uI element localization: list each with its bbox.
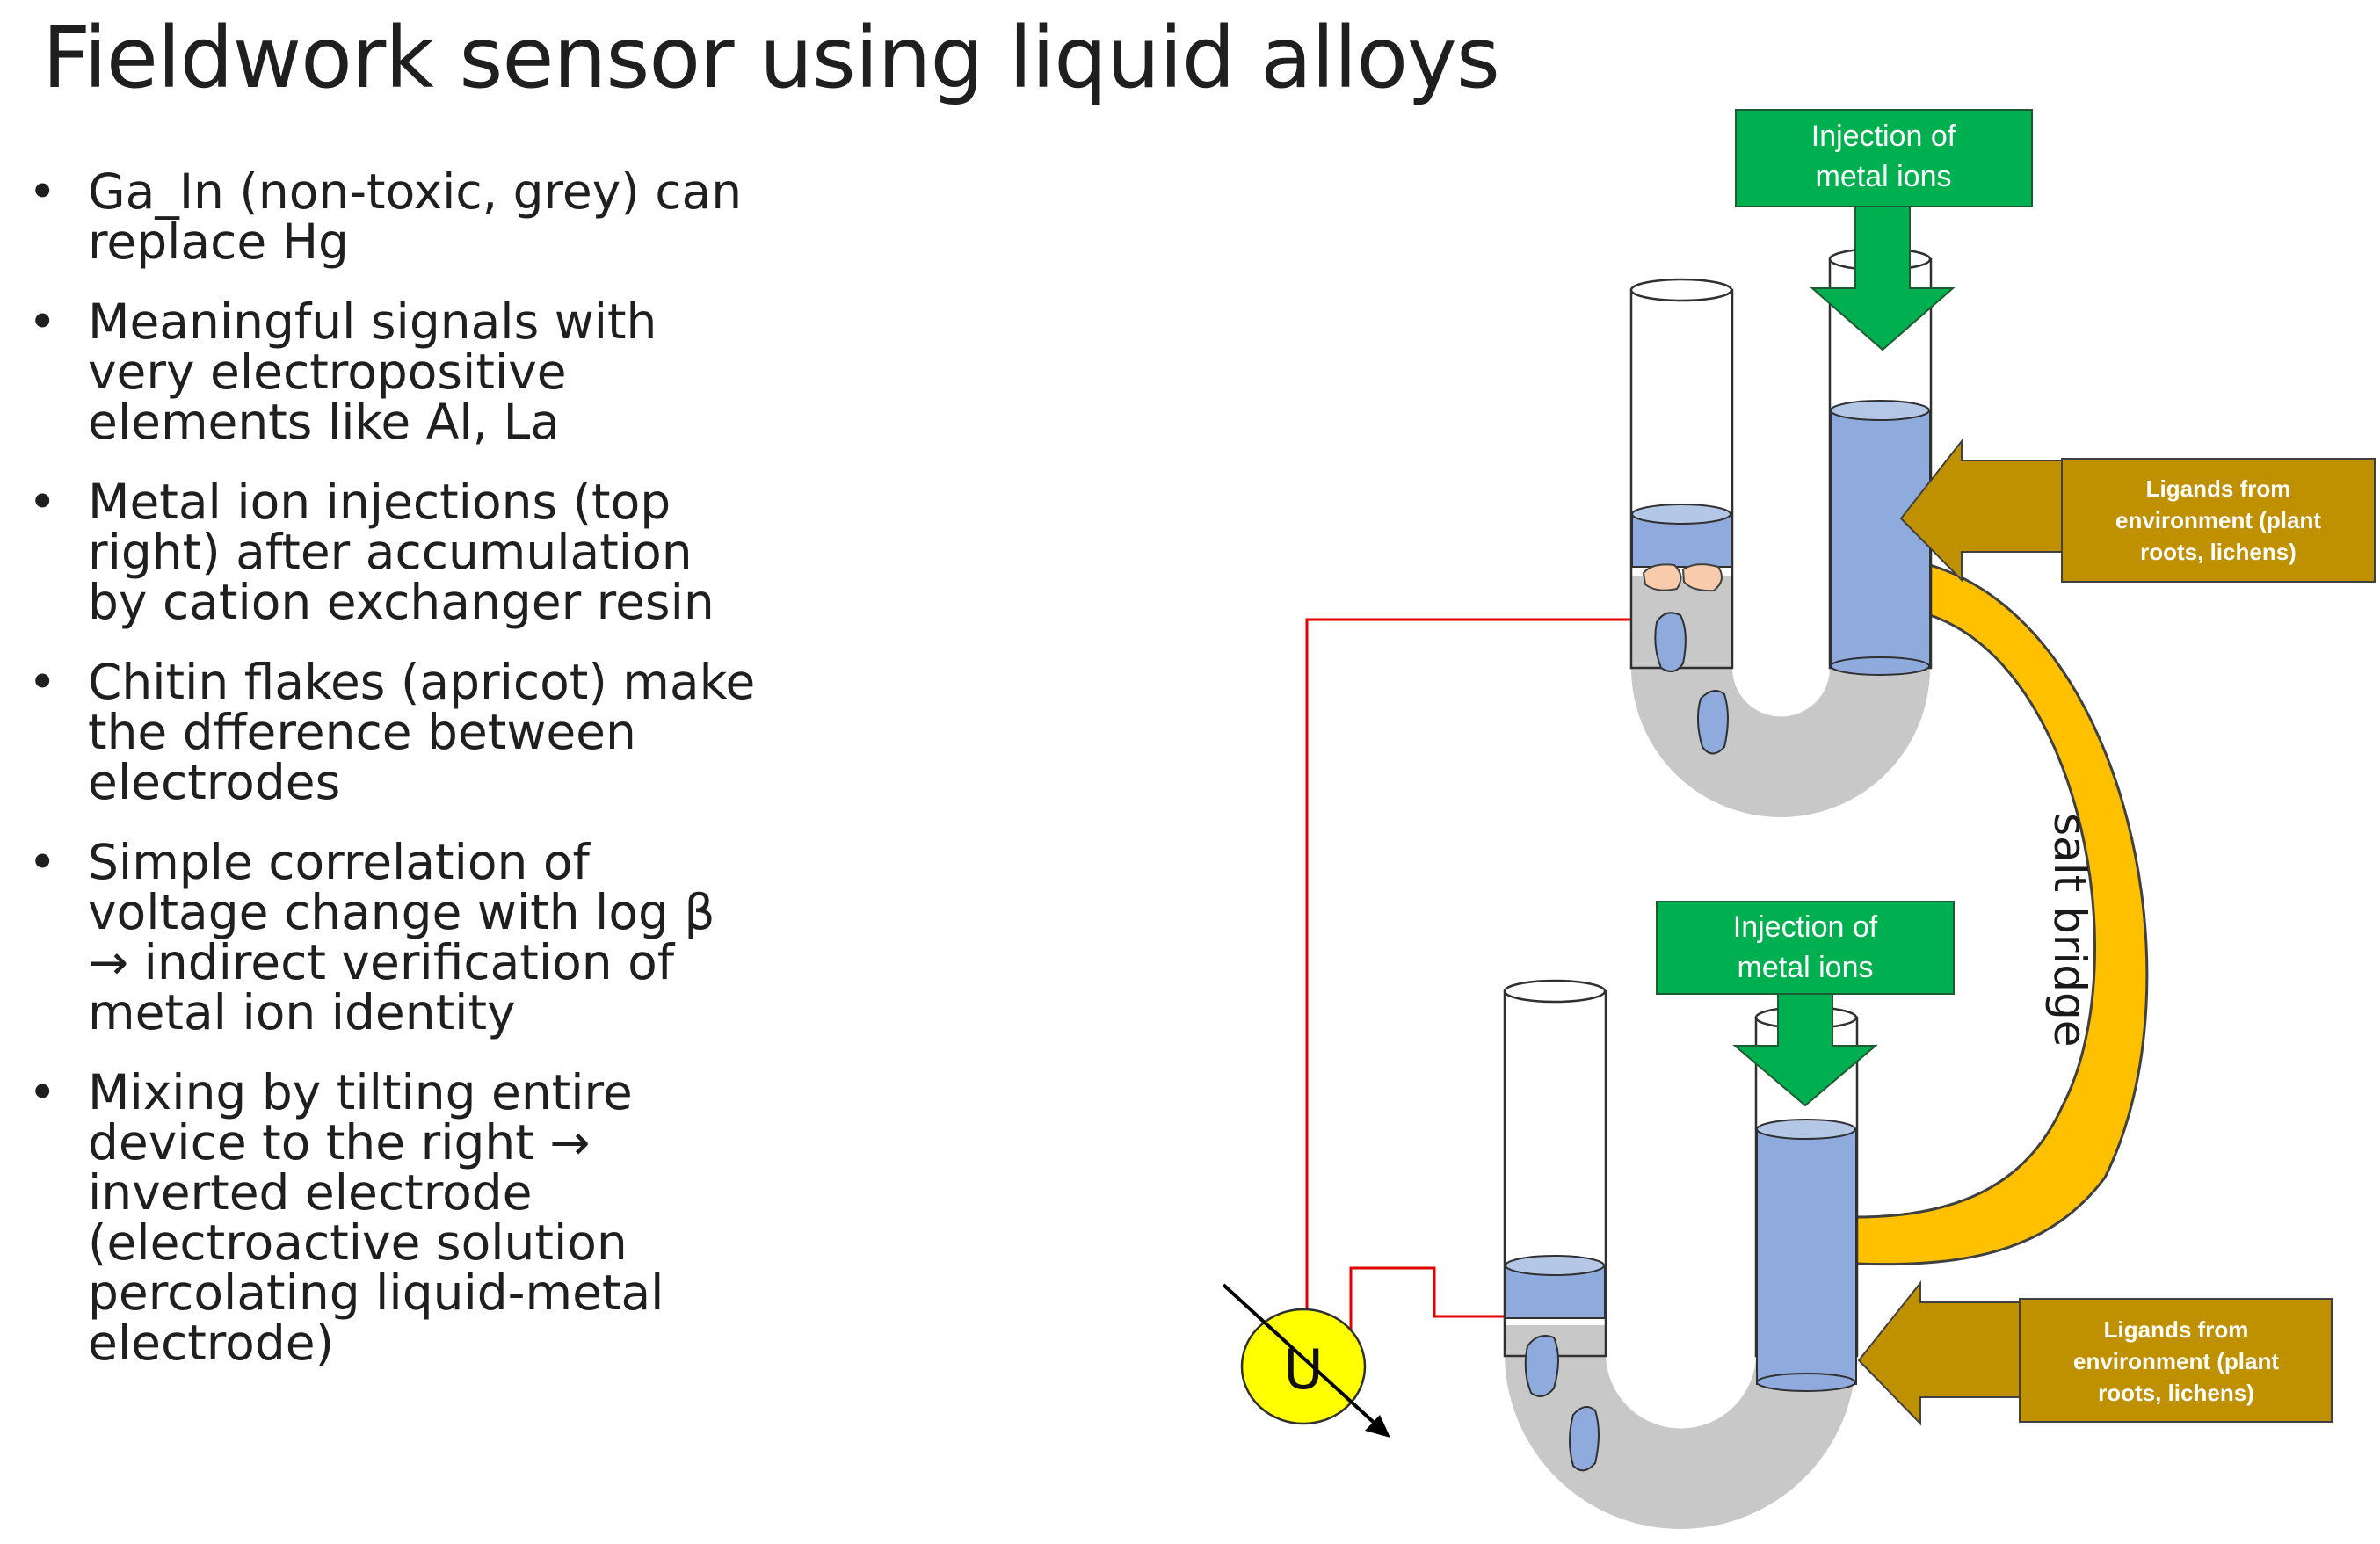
top-left-solution-surface — [1631, 504, 1731, 525]
chitin-flake-2 — [1681, 563, 1723, 592]
bottom-right-solution-surface — [1756, 1119, 1856, 1140]
red-wire-top — [1305, 618, 1633, 1323]
bullet-list: • Ga_In (non-toxic, grey) can replace Hg… — [23, 167, 814, 1398]
top-injection-text-2: metal ions — [1816, 160, 1952, 193]
top-right-solution — [1830, 410, 1931, 669]
bullet-line: electrodes — [88, 754, 341, 810]
solution-droplet — [1569, 1406, 1600, 1472]
voltmeter-body — [1240, 1308, 1367, 1425]
bullet-line: (electroactive solution — [88, 1214, 628, 1271]
bullet-dot: • — [28, 163, 57, 220]
bullet-line: Simple correlation of — [88, 834, 590, 890]
top-ligands-text-1: Ligands from — [2146, 475, 2291, 502]
red-wire-bottom — [1349, 1266, 1505, 1349]
voltmeter-icon: U — [1222, 1283, 1390, 1438]
top-inner-cutout — [1732, 576, 1830, 717]
bottom-ligands-box — [2019, 1298, 2333, 1423]
bullet-dot: • — [28, 474, 57, 530]
bottom-right-solution — [1756, 1128, 1857, 1385]
down-arrow-icon — [1732, 993, 1878, 1107]
bullet-line: by cation exchanger resin — [88, 574, 715, 630]
bullet-line: voltage change with log β — [88, 884, 715, 940]
solution-droplet — [1524, 1335, 1559, 1397]
bullet-item: • Metal ion injections (top right) after… — [23, 477, 814, 627]
top-ligands-text-3: roots, lichens) — [2140, 539, 2297, 565]
bullet-line: replace Hg — [88, 214, 349, 270]
solution-droplet — [1654, 612, 1687, 672]
bullet-line: the dfference between — [88, 704, 636, 760]
bullet-line: electrode) — [88, 1315, 335, 1371]
bullet-line: Ga_In (non-toxic, grey) can — [88, 163, 743, 220]
top-injection-text-1: Injection of — [1811, 120, 1956, 153]
bullet-line: inverted electrode — [88, 1164, 533, 1221]
bottom-ligands-text-1: Ligands from — [2104, 1316, 2249, 1343]
bullet-line: right) after accumulation — [88, 524, 693, 580]
top-u-tube — [1629, 247, 1933, 817]
bullet-line: very electropositive — [88, 344, 567, 400]
bullet-dot: • — [28, 1064, 57, 1120]
down-arrow-icon — [1810, 206, 1956, 352]
bottom-injection-text-2: metal ions — [1738, 951, 1874, 984]
bullet-line: Metal ion injections (top — [88, 474, 671, 530]
bullet-item: • Chitin flakes (apricot) make the dffer… — [23, 657, 814, 808]
bottom-u-tube — [1503, 979, 1859, 1529]
bottom-injection-callout: Injection of metal ions — [1656, 901, 1955, 1107]
bottom-inner-cutout — [1606, 1325, 1756, 1429]
chitin-flake-1 — [1642, 563, 1682, 591]
bottom-injection-box — [1656, 901, 1955, 995]
bullet-dot: • — [28, 834, 57, 890]
top-right-solution-bottom — [1830, 656, 1930, 676]
top-injection-box — [1735, 109, 2033, 207]
bullet-line: metal ion identity — [88, 984, 516, 1040]
bullet-line: device to the right → — [88, 1114, 591, 1171]
bottom-left-solution-surface — [1505, 1255, 1605, 1276]
bottom-ligands-callout: Ligands from environment (plant roots, l… — [1857, 1280, 2333, 1426]
bottom-right-solution-bottom — [1756, 1373, 1856, 1392]
bullet-dot: • — [28, 294, 57, 350]
bottom-ligands-text-3: roots, lichens) — [2098, 1380, 2254, 1406]
bottom-left-tube-rim — [1503, 979, 1607, 1004]
slide-title: Fieldwork sensor using liquid alloys — [42, 9, 1500, 107]
bottom-ligands-text-2: environment (plant — [2073, 1348, 2279, 1374]
left-arrow-icon — [1857, 1280, 2021, 1426]
solution-droplet — [1697, 690, 1729, 755]
top-ligands-box — [2061, 458, 2376, 583]
top-right-solution-surface — [1830, 400, 1930, 421]
bullet-line: Mixing by tilting entire — [88, 1064, 633, 1120]
bullet-line: Meaningful signals with — [88, 294, 657, 350]
salt-bridge-label: salt bridge — [2044, 813, 2095, 1047]
bullet-line: → indirect verification of — [88, 934, 675, 990]
bullet-line: Chitin flakes (apricot) make — [88, 654, 756, 710]
top-left-tube-rim — [1629, 278, 1733, 302]
bullet-item: • Simple correlation of voltage change w… — [23, 837, 814, 1038]
bullet-line: percolating liquid-metal — [88, 1265, 664, 1321]
bottom-injection-text-1: Injection of — [1733, 910, 1878, 944]
bullet-item: • Ga_In (non-toxic, grey) can replace Hg — [23, 167, 814, 267]
top-ligands-text-2: environment (plant — [2115, 507, 2321, 533]
top-ligands-callout: Ligands from environment (plant roots, l… — [1899, 439, 2376, 583]
bullet-line: elements like Al, La — [88, 394, 560, 450]
voltmeter-needle-arrowhead — [1365, 1415, 1390, 1438]
bullet-item: • Meaningful signals with very electropo… — [23, 297, 814, 447]
top-injection-callout: Injection of metal ions — [1735, 109, 2033, 352]
bullet-item: • Mixing by tilting entire device to the… — [23, 1068, 814, 1368]
bullet-dot: • — [28, 654, 57, 710]
voltmeter-needle — [1222, 1283, 1382, 1430]
